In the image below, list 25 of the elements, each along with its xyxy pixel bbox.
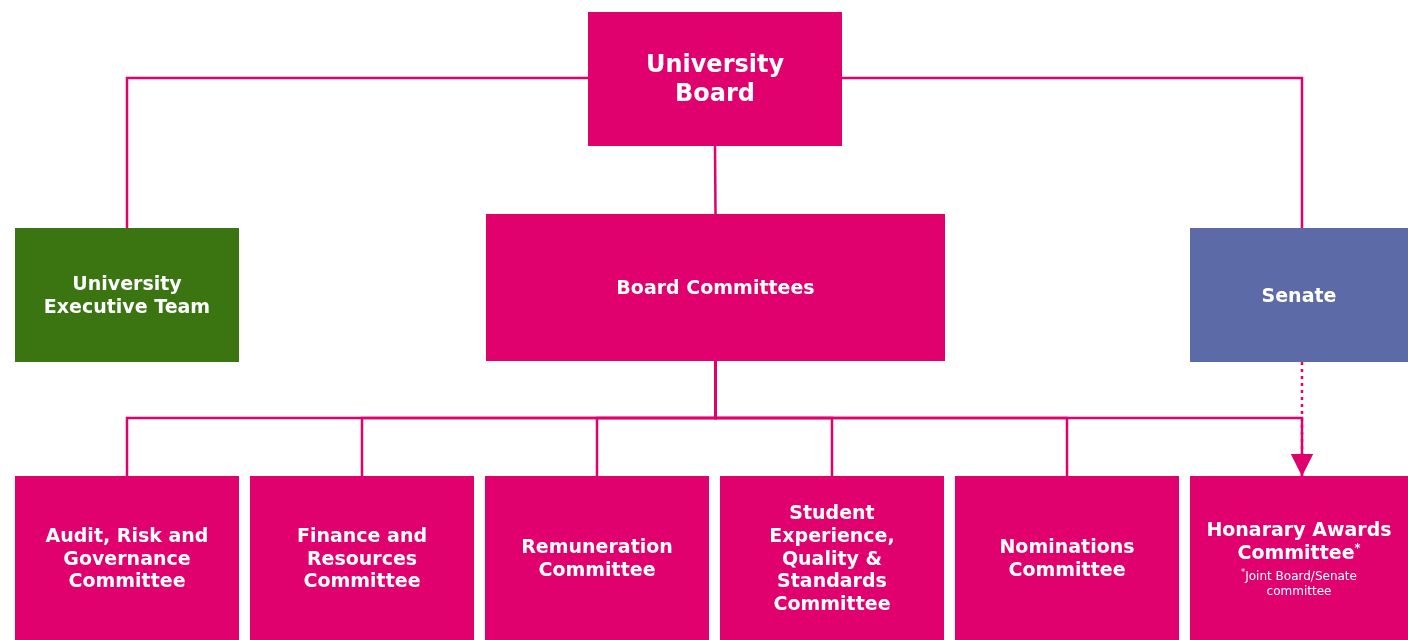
org-box xyxy=(1190,228,1408,362)
box-title: Audit, Risk and Governance Committee xyxy=(44,523,210,593)
org-box xyxy=(15,228,239,362)
arrow xyxy=(1290,362,1314,476)
org-box xyxy=(720,476,944,640)
box-title: University Executive Team xyxy=(42,272,212,318)
org-box xyxy=(15,476,239,640)
org-box xyxy=(250,476,474,640)
box-title: Remuneration Committee xyxy=(520,535,674,581)
org-box xyxy=(588,12,842,146)
box-title: Nominations Committee xyxy=(998,535,1136,581)
connector-line xyxy=(713,146,717,214)
org-box xyxy=(485,476,709,640)
box-title: Student Experience, Quality & Standards Committee xyxy=(768,501,896,615)
connector-line xyxy=(842,76,1304,228)
box-title: Senate xyxy=(1261,283,1337,307)
box-title: Honarary Awards Committee$^{*}$ xyxy=(1205,517,1393,564)
box-title: University Board xyxy=(644,50,786,108)
connector-line xyxy=(125,76,588,228)
box-title: Board Committees xyxy=(616,276,815,299)
footnote: $^{*}$Joint Board/Senate committee xyxy=(1240,567,1358,599)
box-title: Finance and Resources Committee xyxy=(295,523,429,593)
org-box xyxy=(486,214,945,361)
org-box xyxy=(1190,476,1408,640)
org-box xyxy=(955,476,1179,640)
